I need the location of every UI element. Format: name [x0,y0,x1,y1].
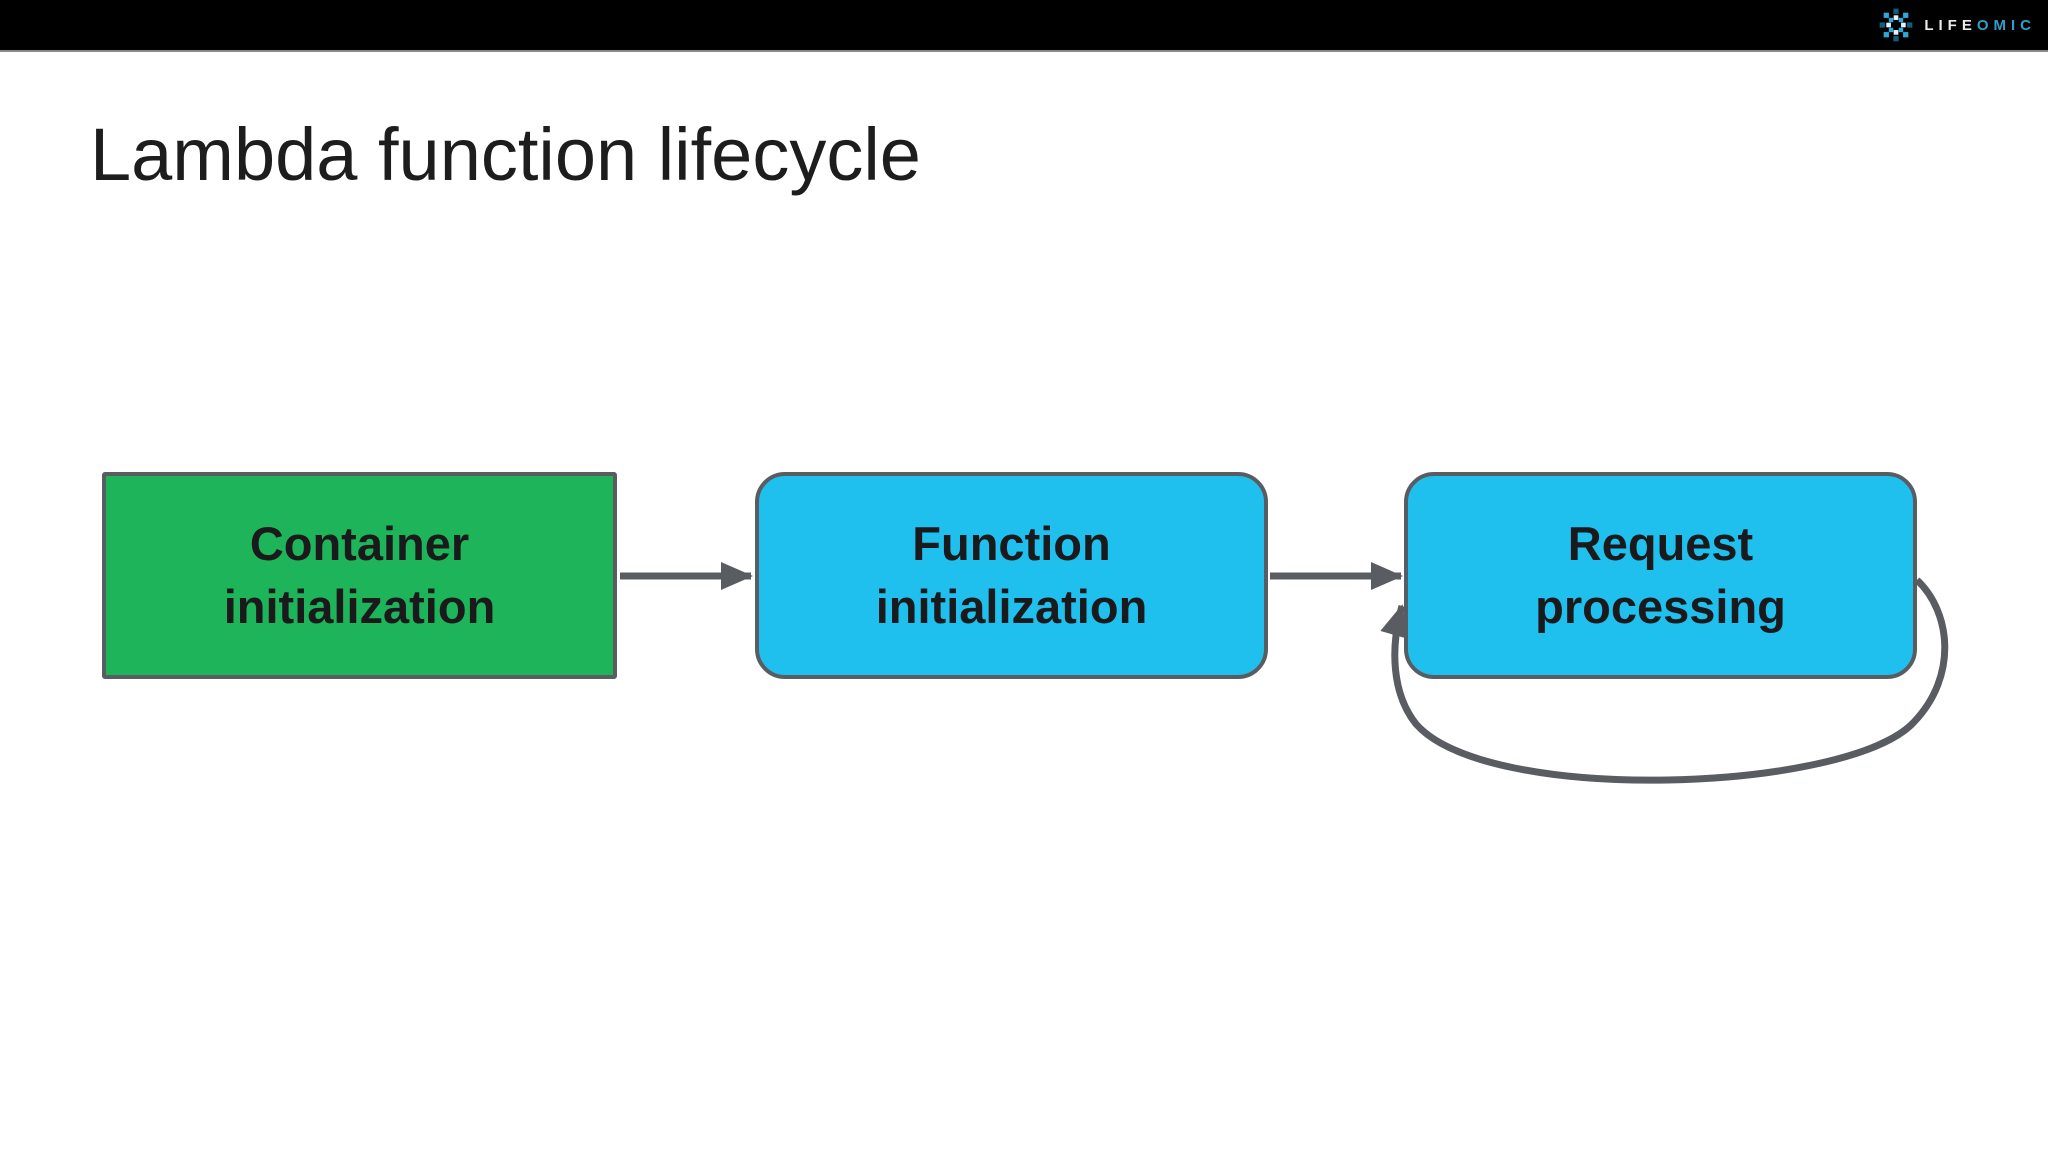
lifeomic-wordmark: LIFEOMIC [1924,18,2036,33]
wordmark-primary: LIFE [1924,16,1977,34]
node-function-initialization: Function initialization [755,472,1268,679]
node-request-processing: Request processing [1404,472,1917,679]
node-label-line: initialization [223,579,496,633]
lifeomic-logo-icon [1879,8,1913,42]
top-bar: LIFEOMIC [0,0,2048,52]
page-title: Lambda function lifecycle [90,113,921,196]
node-label-line: Function [912,516,1111,570]
node-label-line: initialization [875,579,1148,633]
node-label-line: Container [249,516,470,570]
node-label-line: Request [1567,516,1754,570]
node-container-initialization: Container initialization [102,472,617,679]
wordmark-accent: OMIC [1976,16,2036,34]
node-label-line: processing [1535,579,1786,633]
lifeomic-logo: LIFEOMIC [1877,6,2036,44]
